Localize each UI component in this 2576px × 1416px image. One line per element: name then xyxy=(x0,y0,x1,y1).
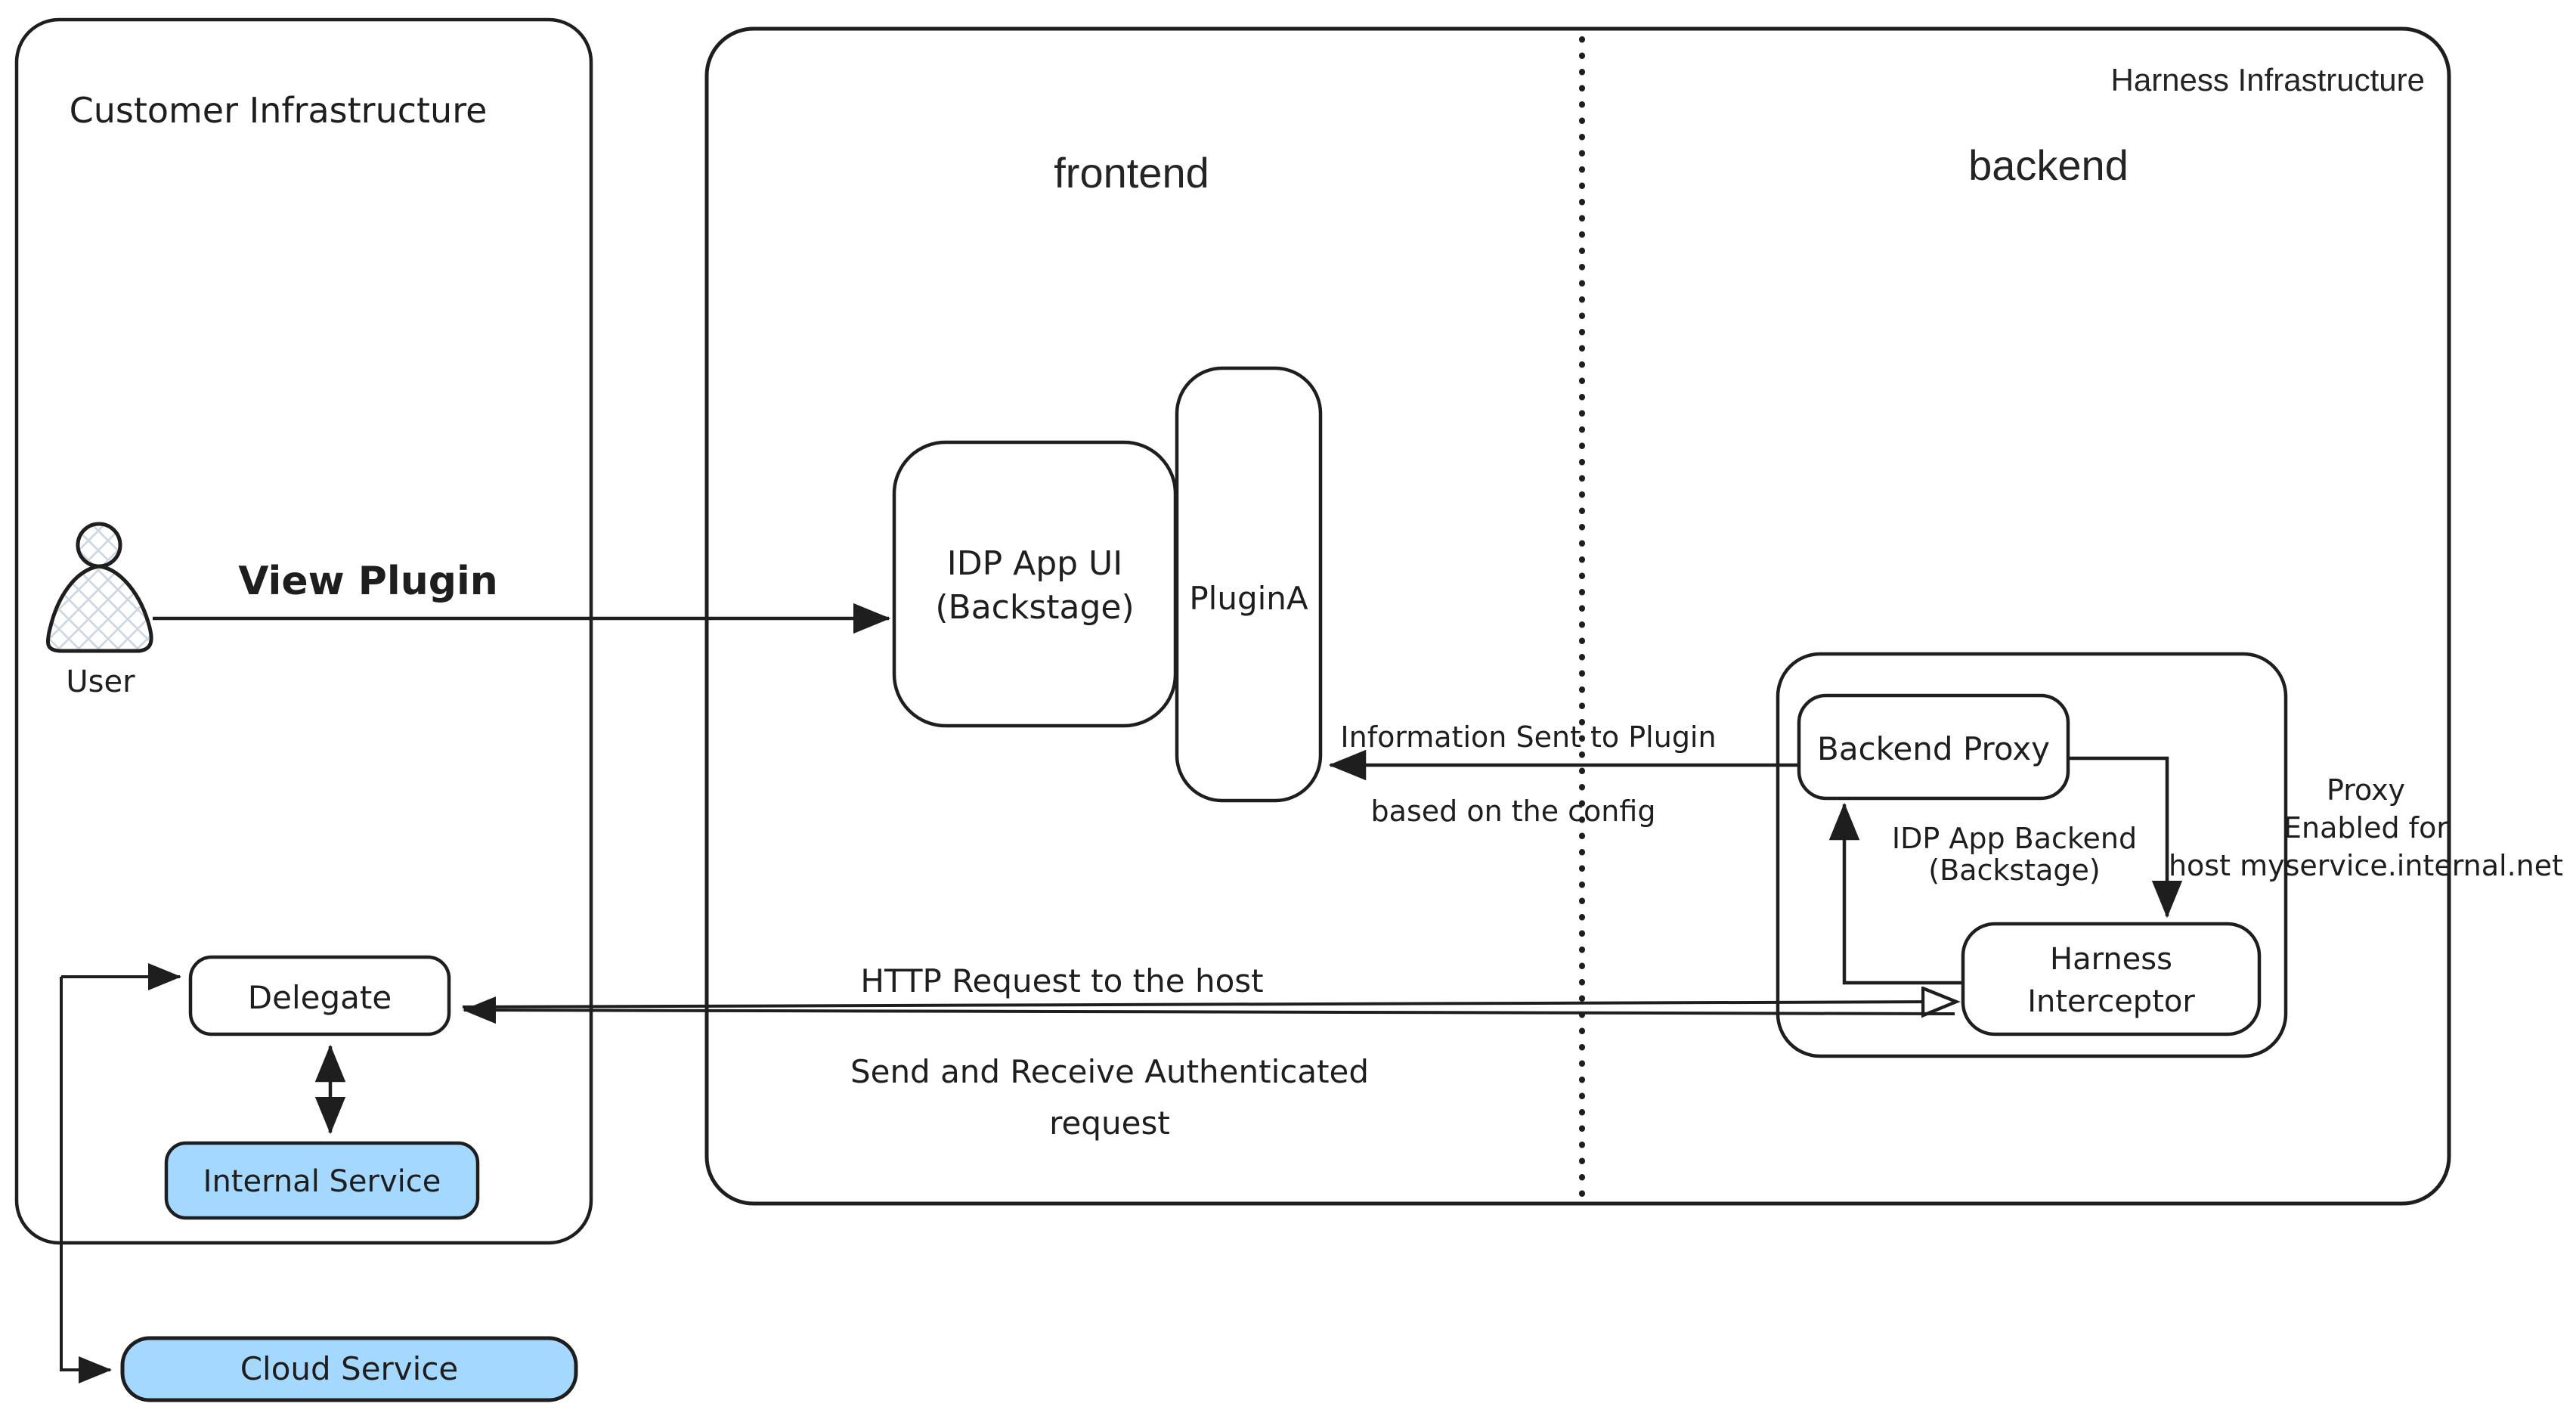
proxy-enabled-label-line3: host myservice.internal.net xyxy=(2169,849,2563,882)
http-request-line-return xyxy=(463,996,1955,1024)
info-sent-label-line2: based on the config xyxy=(1371,795,1656,828)
idp-app-ui-label-line2: (Backstage) xyxy=(935,588,1134,627)
frontend-section-label: frontend xyxy=(1054,149,1209,197)
delegate-box xyxy=(188,955,451,1036)
harness-interceptor-label-line2: Interceptor xyxy=(2027,984,2195,1019)
customer-infrastructure-label: Customer Infrastructure xyxy=(70,90,488,131)
backend-proxy-label: Backend Proxy xyxy=(1817,730,2050,767)
plugin-a-label: PluginA xyxy=(1189,580,1308,617)
user-icon-head xyxy=(76,522,122,569)
plugin-a-box xyxy=(1175,366,1323,803)
proxy-to-interceptor-arrow xyxy=(2068,756,2183,919)
harness-infrastructure-box xyxy=(704,26,2451,1206)
idp-app-ui-box xyxy=(892,440,1178,728)
http-request-line-forward xyxy=(462,1002,1955,1007)
cloud-service-label: Cloud Service xyxy=(240,1350,459,1387)
view-plugin-label: View Plugin xyxy=(238,559,498,604)
http-request-label: HTTP Request to the host xyxy=(860,962,1263,999)
internal-service-box xyxy=(164,1141,480,1220)
harness-interceptor-box xyxy=(1961,922,2262,1036)
user-label: User xyxy=(66,665,135,699)
user-icon-body xyxy=(45,564,153,653)
auth-request-label-line1: Send and Receive Authenticated xyxy=(850,1053,1369,1090)
backend-section-label: backend xyxy=(1968,141,2129,189)
auth-request-label-line2: request xyxy=(1049,1105,1170,1142)
idp-app-ui-label-line1: IDP App UI xyxy=(947,544,1123,583)
proxy-enabled-label-line2: Enabled for xyxy=(2283,811,2448,844)
info-sent-label-line1: Information Sent to Plugin xyxy=(1340,720,1716,754)
idp-app-backend-label-line1: IDP App Backend xyxy=(1892,822,2137,855)
customer-infrastructure-box xyxy=(14,17,593,1245)
cloud-service-box xyxy=(120,1336,578,1402)
internal-service-label: Internal Service xyxy=(203,1164,441,1199)
cloud-service-link xyxy=(60,977,112,1383)
proxy-enabled-label-line1: Proxy xyxy=(2327,773,2405,807)
user-icon xyxy=(45,522,153,653)
interceptor-to-proxy-arrow xyxy=(1828,802,1963,985)
idp-app-backend-box xyxy=(1776,652,2288,1058)
backend-proxy-box xyxy=(1797,693,2070,801)
harness-interceptor-label-line1: Harness xyxy=(2050,942,2172,977)
delegate-label: Delegate xyxy=(248,979,392,1016)
harness-infrastructure-label: Harness Infrastructure xyxy=(2111,62,2426,98)
idp-app-backend-label-line2: (Backstage) xyxy=(1928,854,2100,887)
